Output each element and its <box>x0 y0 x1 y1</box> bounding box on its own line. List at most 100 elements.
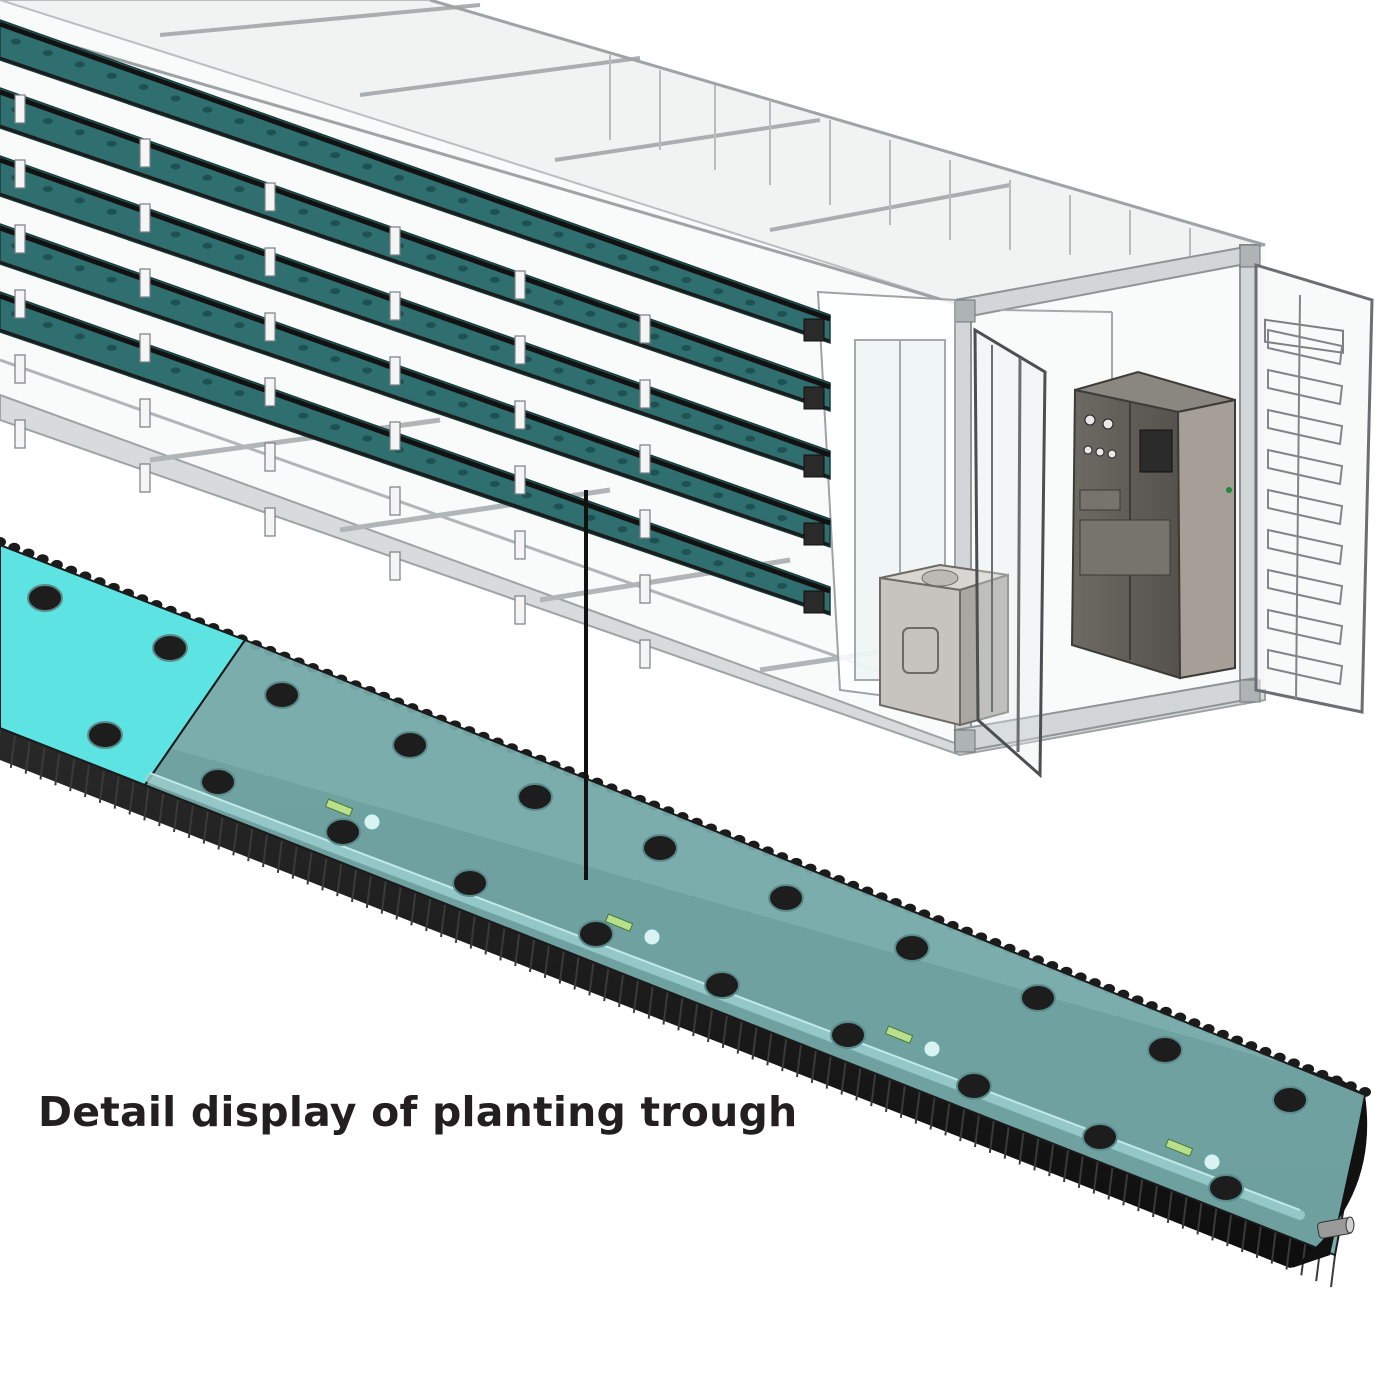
shelf-hole <box>585 446 596 453</box>
door-bar <box>1267 568 1344 606</box>
shelf-bracket <box>264 377 276 407</box>
shell-rib <box>1003 1126 1010 1159</box>
shelf-hole <box>234 390 245 397</box>
shelf-bracket <box>264 247 276 277</box>
shell-rib <box>98 770 105 803</box>
shelf-bracket <box>14 419 26 449</box>
shell-rib <box>202 811 209 844</box>
shell-rib <box>573 957 580 990</box>
shelf-hole <box>553 367 564 374</box>
electrical-control-cabinet <box>1070 370 1236 680</box>
shelf-hole <box>649 401 660 408</box>
shelf-hole <box>10 38 21 45</box>
shell-rib <box>1018 1132 1025 1165</box>
planting-hole <box>894 934 930 962</box>
fan-unit <box>803 522 825 546</box>
shelf-bracket <box>389 421 401 451</box>
shell-rib <box>380 881 387 914</box>
shelf-bracket <box>14 354 26 384</box>
door-bar <box>1267 528 1344 566</box>
door-bar <box>1267 648 1344 686</box>
shelf-bracket <box>139 268 151 298</box>
shelf-hole <box>489 276 500 283</box>
shelf-hole <box>106 276 117 283</box>
planting-hole <box>1272 1086 1308 1114</box>
shelf-tray <box>0 155 831 481</box>
shelf-hole <box>74 61 85 68</box>
shell-rib <box>262 834 268 868</box>
shelf-bracket <box>139 463 151 493</box>
shelf-hole <box>298 412 309 419</box>
shell-rib <box>84 764 90 798</box>
shell-rib <box>736 1021 743 1054</box>
shelf-bracket <box>514 400 526 430</box>
shelf-hole <box>777 310 788 317</box>
shelf-hole <box>298 140 309 147</box>
shelf-rail <box>0 192 831 479</box>
shelf-rail <box>0 293 831 594</box>
shell-rib <box>410 893 417 926</box>
shell-rib <box>158 794 165 827</box>
shell-rib <box>306 852 313 885</box>
drip-emitters <box>324 798 1221 1171</box>
shelf-hole <box>713 492 724 499</box>
shell-rib <box>543 945 550 978</box>
shelf-bracket <box>389 356 401 386</box>
shell-rib <box>929 1097 936 1130</box>
shell-rib <box>514 934 521 967</box>
shelf-hole <box>330 220 341 227</box>
planting-hole <box>704 971 740 999</box>
shell-rib <box>217 817 224 850</box>
planting-hole <box>452 869 488 897</box>
shelf-rail <box>0 56 831 343</box>
shell-rib <box>1270 1231 1277 1264</box>
trough-cover-transparent <box>143 638 1367 1257</box>
shelf-hole <box>553 231 564 238</box>
planting-hole <box>87 721 123 749</box>
shelf-hole <box>74 197 85 204</box>
shelf-bracket <box>139 333 151 363</box>
planting-hole <box>200 768 236 796</box>
shelf-rail <box>0 124 831 411</box>
shell-rib <box>988 1120 995 1153</box>
shelf-bracket <box>264 312 276 342</box>
shell-rib <box>143 788 150 821</box>
shelf-hole <box>362 435 373 442</box>
shelf-hole <box>74 265 85 272</box>
shell-rib <box>1226 1214 1233 1247</box>
shelf-hole <box>202 106 213 113</box>
shell-rib <box>1033 1138 1040 1171</box>
shelf-tray <box>0 291 831 617</box>
shelf-hole <box>42 186 53 193</box>
shelf-hole <box>298 208 309 215</box>
shelf-hole <box>74 333 85 340</box>
shelf-hole <box>681 412 692 419</box>
shelf-hole <box>170 367 181 374</box>
planting-hole <box>1082 1123 1118 1151</box>
shelf-bracket <box>389 291 401 321</box>
shell-rib <box>647 986 654 1019</box>
shelf-hole <box>106 208 117 215</box>
shelf-hole <box>170 163 181 170</box>
emitter-nozzle <box>1164 1138 1194 1157</box>
shelf-hole <box>394 174 405 181</box>
shelf-rail <box>0 89 831 390</box>
shelf-hole <box>553 503 564 510</box>
shelf-hole <box>489 344 500 351</box>
door-bar <box>1267 408 1344 446</box>
shelf-bracket <box>14 289 26 319</box>
shell-rib <box>603 969 610 1002</box>
door-frame-line <box>1295 294 1301 701</box>
shell-rib <box>128 782 135 815</box>
shelf-bracket <box>389 226 401 256</box>
shelf-bracket <box>639 379 651 409</box>
planting-hole <box>27 584 63 612</box>
shelf-hole <box>649 333 660 340</box>
shell-rib <box>469 916 476 949</box>
shell-rib <box>677 998 684 1031</box>
shell-rib <box>454 910 461 943</box>
shelf-hole <box>362 299 373 306</box>
shelf-hole <box>617 526 628 533</box>
shelf-bracket <box>14 94 26 124</box>
shell-rib <box>1107 1167 1114 1200</box>
